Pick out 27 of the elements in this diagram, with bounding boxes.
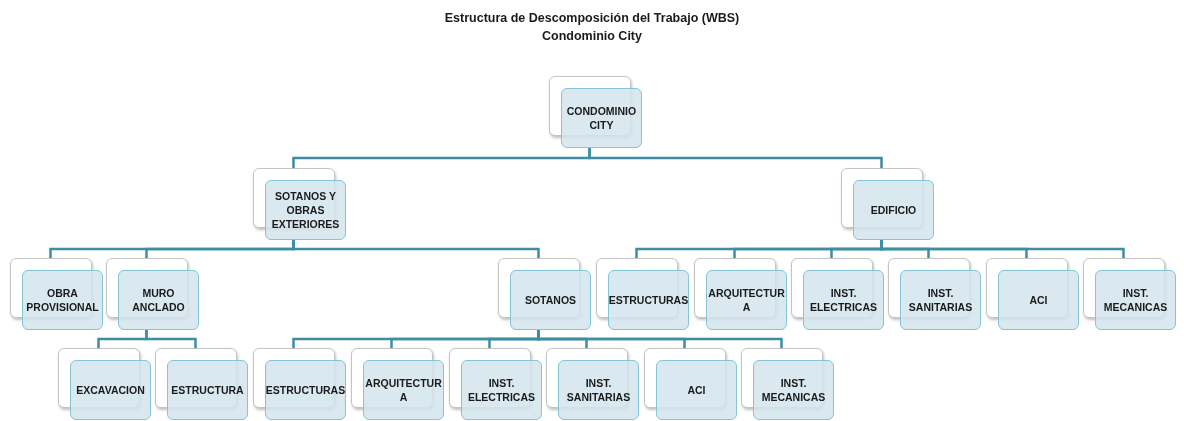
connector-line bbox=[588, 148, 883, 168]
connector-line bbox=[292, 240, 540, 258]
box-label: ESTRUCTURA bbox=[171, 383, 244, 397]
connector-line bbox=[880, 240, 1125, 258]
box-label: INST. MECANICAS bbox=[1102, 286, 1169, 314]
box-label: EXCAVACION bbox=[76, 383, 145, 397]
box-label: ESTRUCTURAS bbox=[265, 383, 346, 397]
box-label: INST. SANITARIAS bbox=[565, 376, 632, 404]
connector-line bbox=[145, 330, 197, 348]
box-label: SOTANOS Y OBRAS EXTERIORES bbox=[270, 189, 341, 231]
box-label: INST. ELECTRICAS bbox=[466, 376, 537, 404]
box-label: ESTRUCTURAS bbox=[608, 293, 689, 307]
box-label: ARQUITECTUR A bbox=[365, 376, 442, 404]
box-label: INST. SANITARIAS bbox=[907, 286, 974, 314]
box-label: OBRA PROVISIONAL bbox=[26, 286, 99, 314]
box-label: INST. ELECTRICAS bbox=[808, 286, 879, 314]
connector-line bbox=[537, 330, 783, 348]
box-label: CONDOMINIO CITY bbox=[566, 104, 637, 132]
box-label: ACI bbox=[1029, 293, 1048, 307]
box-label: ARQUITECTUR A bbox=[708, 286, 785, 314]
box-label: EDIFICIO bbox=[870, 203, 917, 217]
box-label: ACI bbox=[687, 383, 706, 397]
diagram-title: Estructura de Descomposición del Trabajo (WBS) bbox=[443, 10, 741, 26]
box-label: SOTANOS bbox=[524, 293, 577, 307]
box-label: INST. MECANICAS bbox=[760, 376, 827, 404]
subtitle: Condominio City bbox=[541, 28, 643, 44]
box-label: MURO ANCLADO bbox=[131, 286, 186, 314]
